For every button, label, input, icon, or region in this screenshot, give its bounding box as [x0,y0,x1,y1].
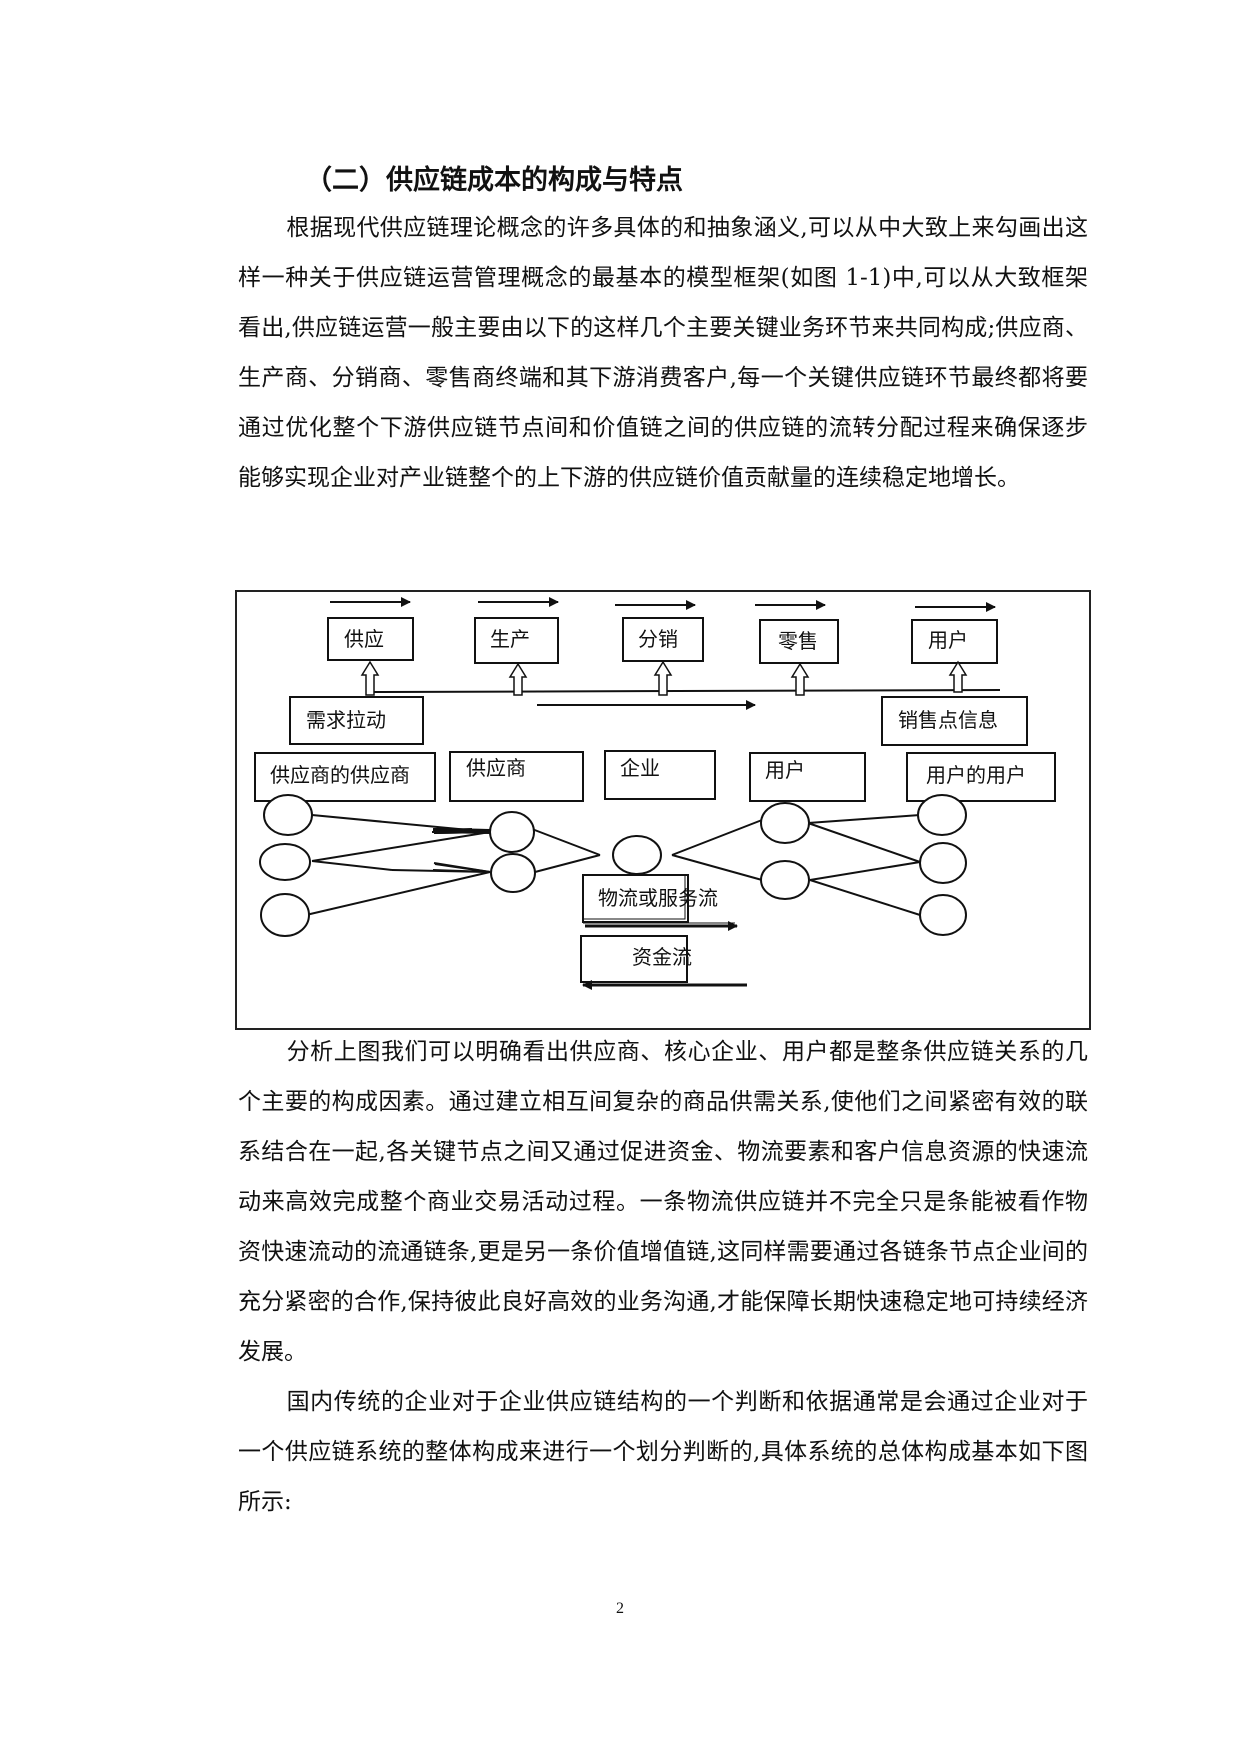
stage-box-user: 用户 [911,619,998,664]
logistics-flow-box: 物流或服务流 [582,874,718,923]
paragraph-3-text: 国内传统的企业对于企业供应链结构的一个判断和依据通常是会通过企业对于一个供应链系… [238,1389,1088,1515]
svg-text:供应商: 供应商 [466,756,526,780]
paragraph-1-text: 根据现代供应链理论概念的许多具体的和抽象涵义,可以从中大致上来勾画出这样一种关于… [238,215,1088,491]
stage-box-distribution: 分销 [622,617,704,662]
stage-box-supply: 供应 [327,617,414,661]
paragraph-2-text: 分析上图我们可以明确看出供应商、核心企业、用户都是整条供应链关系的几个主要的构成… [238,1039,1088,1365]
svg-text:供应商的供应商: 供应商的供应商 [270,763,410,787]
hollow-up-arrow-icon [360,660,968,696]
pos-info-box: 销售点信息 [881,696,1028,746]
svg-text:物流或服务流: 物流或服务流 [598,886,718,910]
paragraph-1: 根据现代供应链理论概念的许多具体的和抽象涵义,可以从中大致上来勾画出这样一种关于… [238,203,1088,503]
entity-box-user: 用户 [749,752,866,802]
entity-box-suppliers-supplier: 供应商的供应商 [254,752,436,802]
svg-text:销售点信息: 销售点信息 [898,708,998,732]
network-nodes [259,794,967,937]
svg-text:企业: 企业 [620,756,660,780]
stage-box-retail: 零售 [759,619,839,664]
entity-box-supplier: 供应商 [449,751,584,802]
entity-box-enterprise: 企业 [604,750,716,800]
demand-pull-box: 需求拉动 [289,696,424,745]
capital-flow-box: 资金流 [580,935,692,983]
diagram-frame [235,590,1091,1030]
stage-box-production: 生产 [474,617,559,664]
paragraph-2: 分析上图我们可以明确看出供应商、核心企业、用户都是整条供应链关系的几个主要的构成… [238,1027,1088,1377]
entity-box-users-user: 用户的用户 [906,752,1056,802]
svg-text:生产: 生产 [490,627,530,651]
svg-text:用户: 用户 [928,628,968,652]
paragraph-3: 国内传统的企业对于企业供应链结构的一个判断和依据通常是会通过企业对于一个供应链系… [238,1377,1088,1527]
svg-text:需求拉动: 需求拉动 [306,708,386,732]
page-number: 2 [616,1600,624,1617]
svg-text:分销: 分销 [638,627,678,651]
svg-text:供应: 供应 [344,627,384,651]
section-heading: （二）供应链成本的构成与特点 [305,165,683,196]
svg-text:用户: 用户 [765,758,805,782]
svg-text:资金流: 资金流 [632,945,692,969]
svg-text:用户的用户: 用户的用户 [926,763,1026,787]
svg-text:零售: 零售 [778,629,818,653]
